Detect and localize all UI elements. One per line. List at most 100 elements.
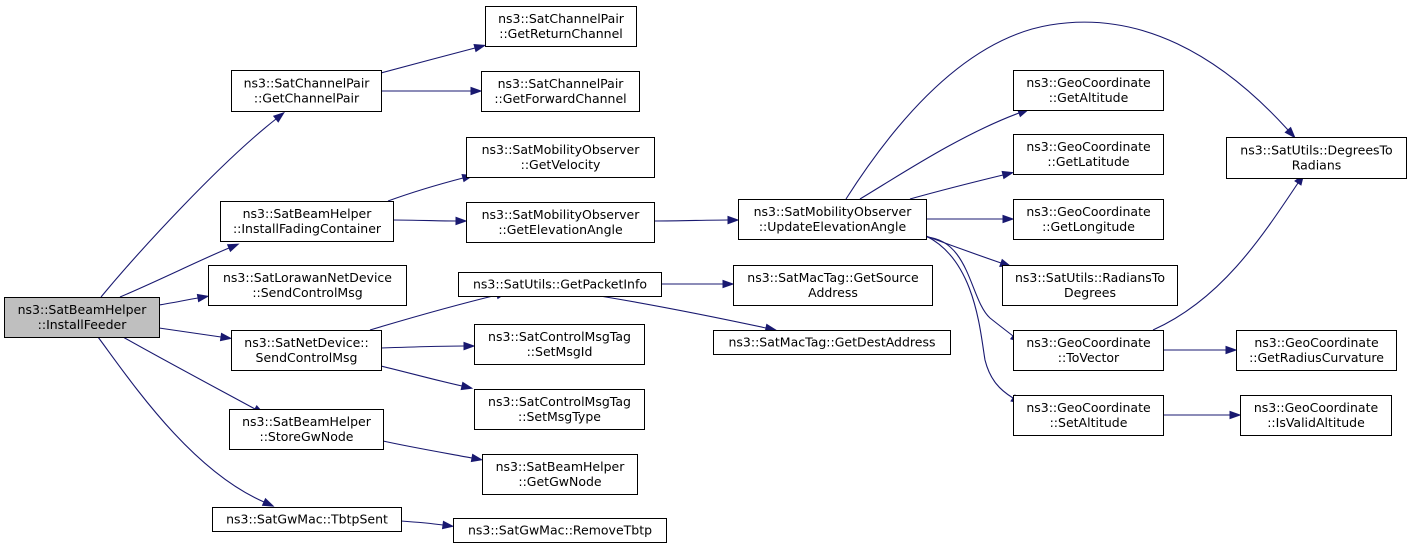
node-label-line: ns3::SatBeamHelper	[496, 459, 626, 474]
node-set-msg-type[interactable]: ns3::SatControlMsgTag::SetMsgType	[474, 389, 645, 430]
node-label-line: ::GetRadiusCurvature	[1249, 350, 1384, 365]
node-box	[4, 297, 160, 338]
node-set-msg-id[interactable]: ns3::SatControlMsgTag::SetMsgId	[474, 324, 645, 365]
node-label-line: ::InstallFadingContainer	[233, 221, 382, 236]
node-box	[453, 518, 667, 543]
arrow-head	[460, 381, 474, 391]
node-label-line: ns3::SatNetDevice::	[244, 335, 368, 350]
node-label-line: ns3::SatUtils::DegreesTo	[1240, 143, 1392, 158]
node-label-line: ns3::GeoCoordinate	[1254, 335, 1379, 350]
node-label-line: ::SendControlMsg	[252, 285, 362, 300]
node-install-fading-container[interactable]: ns3::SatBeamHelper::InstallFadingContain…	[220, 201, 394, 242]
node-label-line: Radians	[1292, 158, 1342, 173]
node-label-line: ns3::SatBeamHelper	[243, 206, 373, 221]
arrow-head	[441, 520, 455, 530]
node-label-line: ::StoreGwNode	[260, 429, 354, 444]
edge-get-elevation-angle-to-update-elevation-angle	[653, 215, 740, 225]
edges-layer	[97, 21, 1305, 530]
node-get-velocity[interactable]: ns3::SatMobilityObserver::GetVelocity	[466, 137, 655, 178]
node-net-device-send-control-msg[interactable]: ns3::SatNetDevice::SendControlMsg	[231, 330, 382, 371]
node-box	[1013, 395, 1164, 436]
arrow-head	[1229, 410, 1242, 420]
node-label-line: ns3::SatGwMac::TbtpSent	[226, 512, 388, 527]
node-get-return-channel[interactable]: ns3::SatChannelPair::GetReturnChannel	[485, 6, 637, 47]
edge-update-elevation-angle-to-get-latitude	[909, 170, 1015, 200]
edge-line	[845, 21, 1289, 200]
node-install-feeder[interactable]: ns3::SatBeamHelper::InstallFeeder	[4, 297, 160, 338]
edge-to-vector-to-degrees-to-radians	[1152, 173, 1305, 331]
node-get-radius-curvature[interactable]: ns3::GeoCoordinate::GetRadiusCurvature	[1236, 330, 1397, 371]
node-label-line: ns3::SatChannelPair	[244, 76, 371, 91]
node-label-line: ::GetElevationAngle	[498, 222, 623, 237]
edge-get-channel-pair-to-get-forward-channel	[381, 86, 483, 96]
node-box	[466, 202, 655, 243]
node-box	[1013, 70, 1164, 111]
edge-line	[392, 219, 457, 222]
node-get-latitude[interactable]: ns3::GeoCoordinate::GetLatitude	[1013, 134, 1164, 175]
node-label-line: ns3::SatUtils::GetPacketInfo	[473, 277, 647, 292]
edge-install-fading-container-to-get-velocity	[387, 173, 475, 202]
edge-install-feeder-to-get-channel-pair	[100, 111, 285, 298]
node-get-elevation-angle[interactable]: ns3::SatMobilityObserver::GetElevationAn…	[466, 202, 655, 243]
node-store-gw-node[interactable]: ns3::SatBeamHelper::StoreGwNode	[229, 409, 384, 450]
node-lorawan-send-control-msg[interactable]: ns3::SatLorawanNetDevice::SendControlMsg	[208, 265, 407, 306]
node-set-altitude[interactable]: ns3::GeoCoordinate::SetAltitude	[1013, 395, 1164, 436]
edge-line	[925, 235, 1002, 264]
edge-update-elevation-angle-to-set-altitude	[925, 235, 1023, 405]
node-box	[713, 330, 951, 355]
node-get-dest-address[interactable]: ns3::SatMacTag::GetDestAddress	[713, 330, 951, 355]
edge-net-device-send-control-msg-to-set-msg-type	[380, 365, 474, 391]
node-label-line: ::GetLongitude	[1042, 219, 1135, 234]
nodes-layer: ns3::SatBeamHelper::InstallFeederns3::Sa…	[4, 6, 1407, 543]
edge-line	[158, 327, 222, 338]
node-to-vector[interactable]: ns3::GeoCoordinate::ToVector	[1013, 330, 1164, 371]
node-get-packet-info[interactable]: ns3::SatUtils::GetPacketInfo	[458, 272, 662, 297]
edge-line	[599, 295, 767, 329]
node-get-altitude[interactable]: ns3::GeoCoordinate::GetAltitude	[1013, 70, 1164, 111]
node-is-valid-altitude[interactable]: ns3::GeoCoordinate::IsValidAltitude	[1240, 395, 1392, 436]
arrow-head	[463, 341, 476, 351]
node-label-line: ns3::SatGwMac::RemoveTbtp	[468, 523, 652, 538]
node-box	[485, 6, 637, 47]
edge-line	[380, 365, 463, 387]
node-label-line: ns3::SatMacTag::GetSource	[747, 270, 919, 285]
arrow-head	[455, 216, 468, 226]
arrow-head	[1225, 345, 1238, 355]
node-label-line: ns3::SatBeamHelper	[18, 302, 148, 317]
edge-line	[97, 336, 265, 503]
node-get-channel-pair[interactable]: ns3::SatChannelPair::GetChannelPair	[231, 70, 382, 112]
node-label-line: ns3::SatChannelPair	[498, 11, 625, 26]
arrow-head	[1002, 214, 1015, 224]
edge-line	[387, 177, 464, 202]
node-box	[208, 265, 407, 306]
node-get-forward-channel[interactable]: ns3::SatChannelPair::GetForwardChannel	[481, 71, 640, 112]
node-label-line: ::IsValidAltitude	[1267, 415, 1365, 430]
node-get-gw-node[interactable]: ns3::SatBeamHelper::GetGwNode	[482, 454, 638, 495]
node-tbtp-sent[interactable]: ns3::SatGwMac::TbtpSent	[212, 507, 402, 532]
edge-install-feeder-to-install-fading-container	[119, 243, 240, 298]
node-box	[220, 201, 394, 242]
node-box	[231, 70, 382, 112]
node-label-line: ::GetGwNode	[518, 474, 602, 489]
node-box	[1002, 265, 1178, 306]
edge-to-vector-to-get-radius-curvature	[1163, 345, 1238, 355]
node-remove-tbtp[interactable]: ns3::SatGwMac::RemoveTbtp	[453, 518, 667, 543]
node-label-line: ns3::SatChannelPair	[498, 76, 625, 91]
node-label-line: ::SetMsgType	[518, 409, 601, 424]
edge-line	[859, 112, 1020, 200]
edge-install-feeder-to-tbtp-sent	[97, 336, 275, 507]
node-label-line: ns3::SatControlMsgTag	[488, 394, 631, 409]
node-box	[474, 389, 645, 430]
arrow-head	[219, 332, 233, 342]
node-box	[231, 330, 382, 371]
edge-update-elevation-angle-to-get-altitude	[859, 108, 1030, 200]
node-label-line: ns3::GeoCoordinate	[1026, 335, 1151, 350]
edge-line	[382, 440, 473, 459]
node-update-elevation-angle[interactable]: ns3::SatMobilityObserver::UpdateElevatio…	[738, 199, 927, 240]
arrow-head	[1284, 126, 1296, 139]
node-label-line: ns3::GeoCoordinate	[1026, 400, 1151, 415]
node-get-longitude[interactable]: ns3::GeoCoordinate::GetLongitude	[1013, 199, 1164, 240]
